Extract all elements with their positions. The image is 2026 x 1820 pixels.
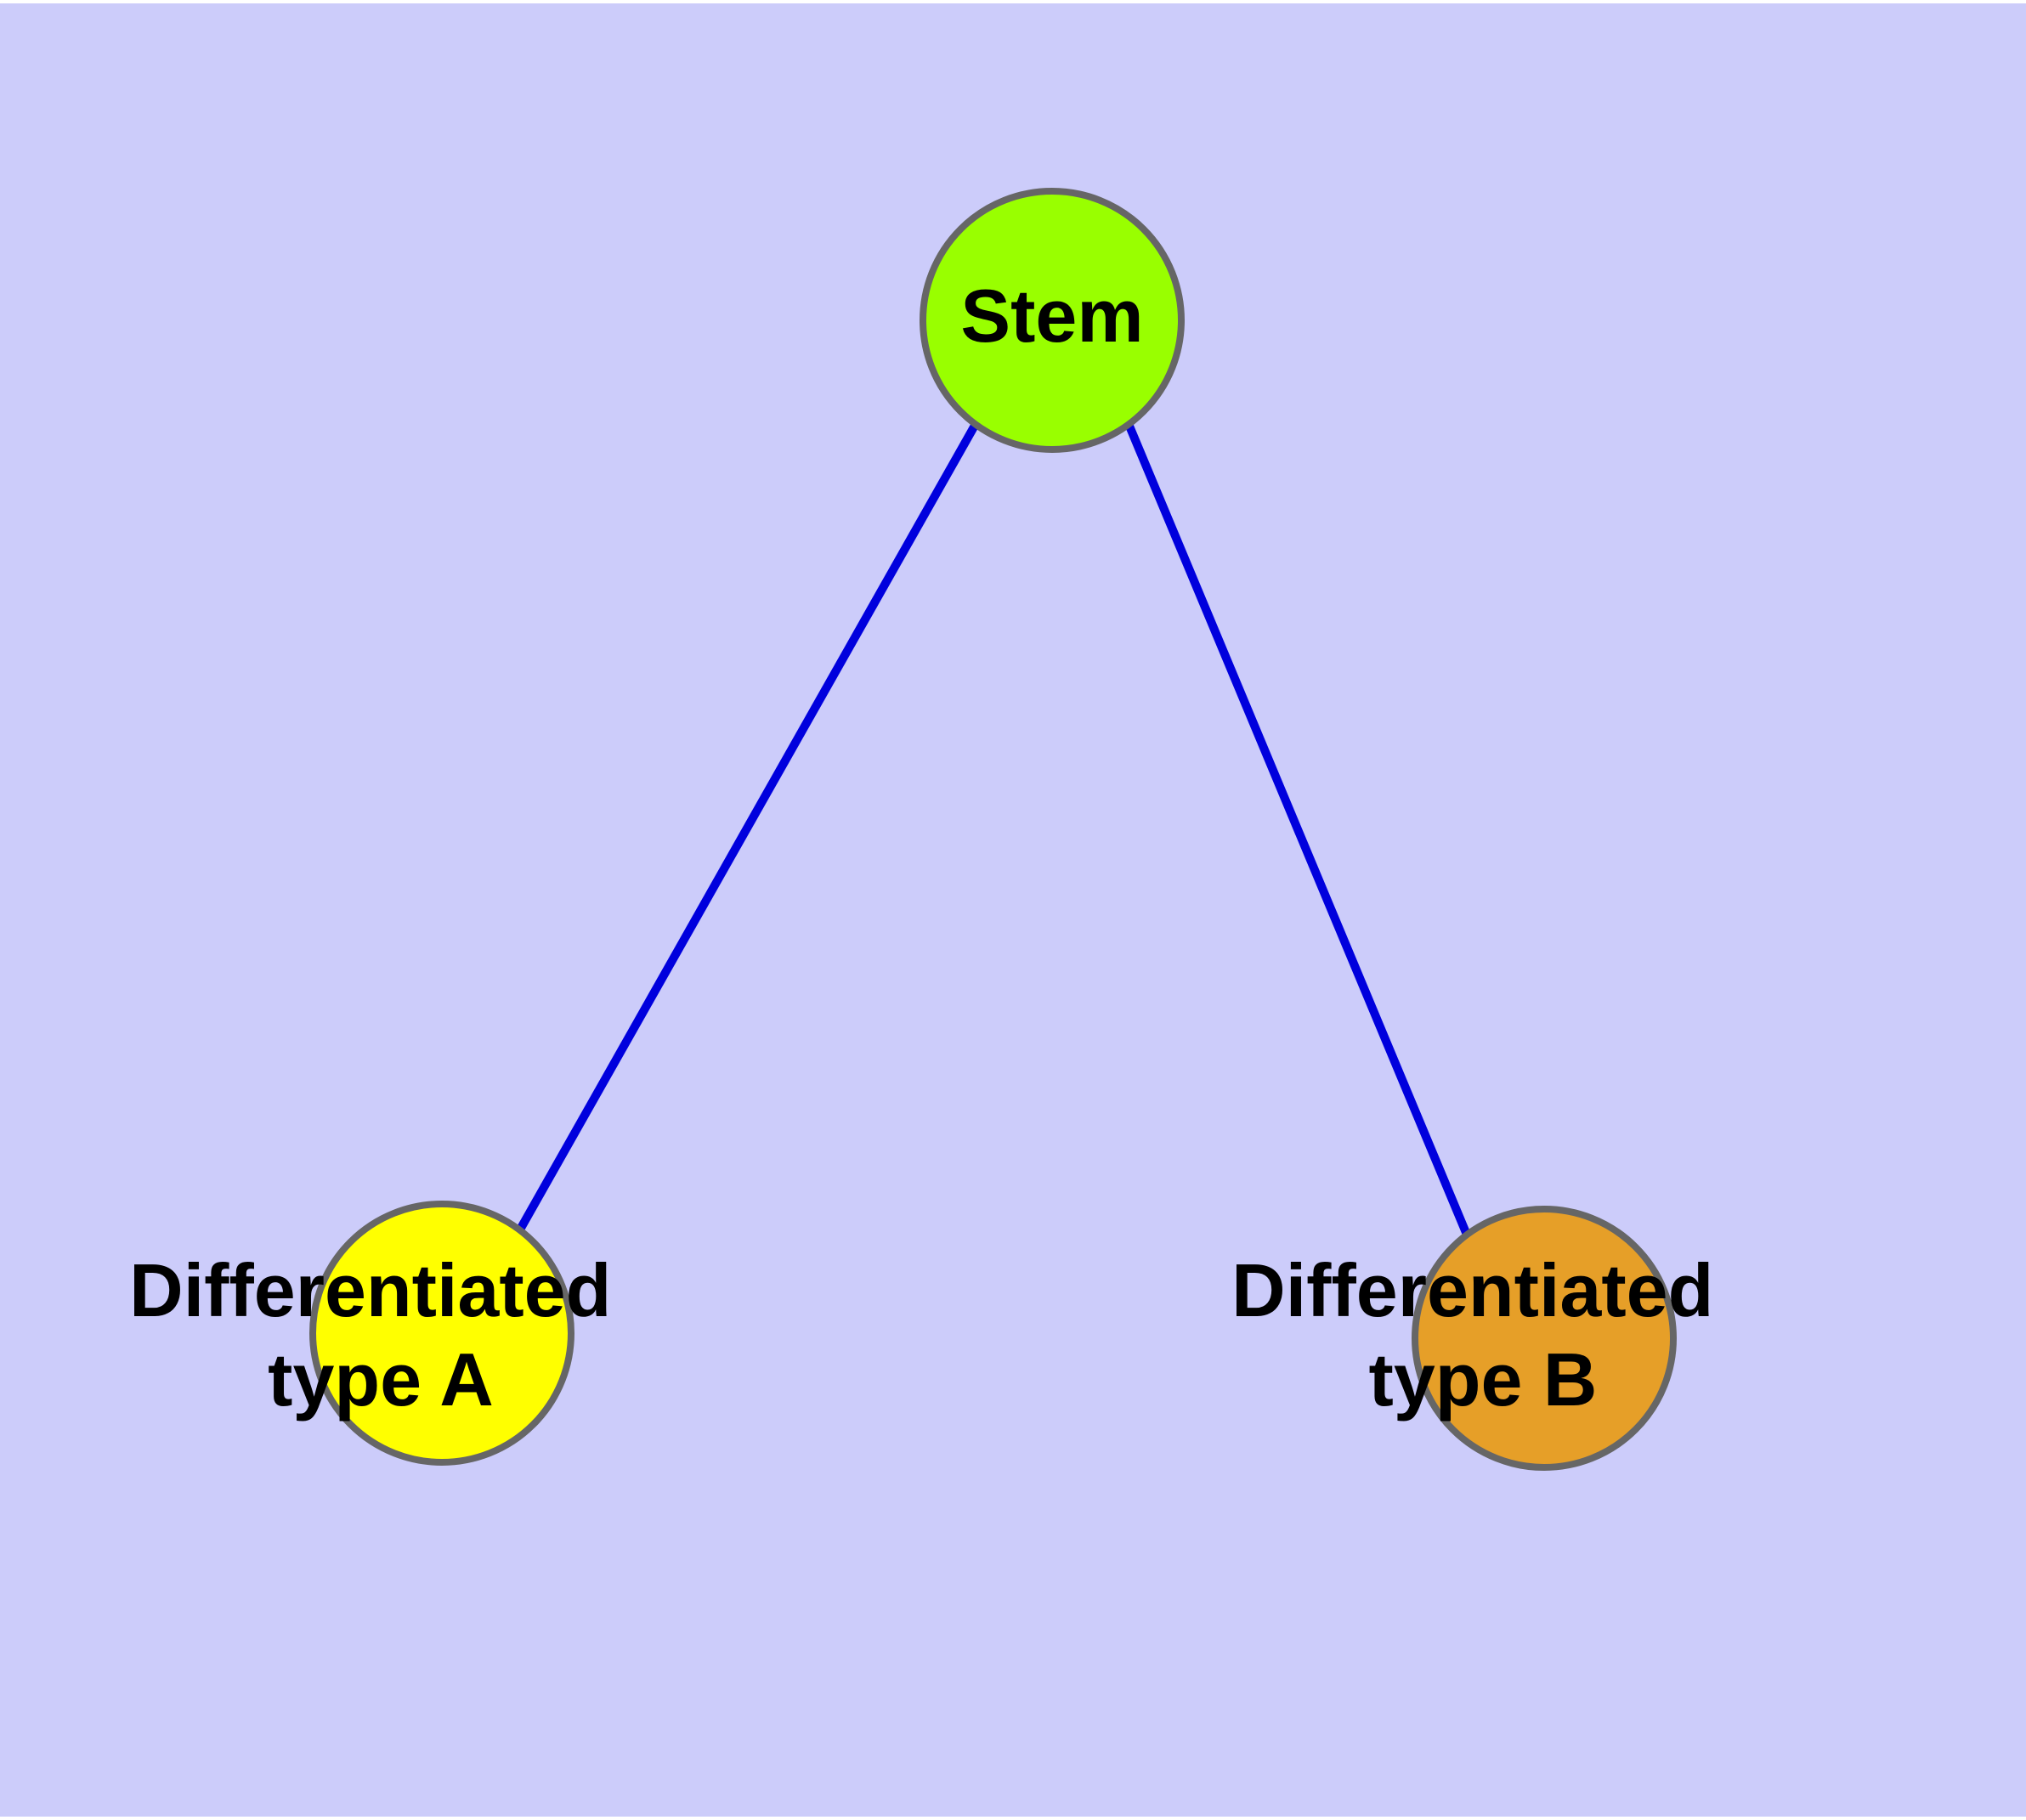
node-differentiated-type-b-label-line-2: type B (1369, 1337, 1598, 1422)
graph-svg: Stem Differentiated type A Differentiate… (129, 188, 1735, 1471)
node-layer (309, 188, 1677, 1471)
node-differentiated-type-b-label-line-1: Differentiated (1231, 1248, 1713, 1332)
edge-stem-to-differentiated-type-b[interactable] (1124, 422, 1471, 1236)
node-differentiated-type-b-circle[interactable] (1412, 1206, 1677, 1471)
node-differentiated-type-a-label-line-1: Differentiated (129, 1248, 611, 1332)
node-differentiated-type-a-label: Differentiated type A (129, 1248, 632, 1422)
node-differentiated-type-b-label: Differentiated type B (1231, 1248, 1735, 1422)
node-stem-circle[interactable] (920, 188, 1185, 453)
edge-layer (516, 421, 1471, 1236)
node-stem-label-line-1: Stem (960, 274, 1143, 358)
label-layer: Stem Differentiated type A Differentiate… (129, 274, 1735, 1422)
edge-stem-to-differentiated-type-a[interactable] (516, 421, 980, 1232)
node-differentiated-type-a-label-line-2: type A (268, 1337, 494, 1422)
node-stem-label: Stem (960, 274, 1143, 358)
node-differentiated-type-a-circle[interactable] (309, 1201, 574, 1466)
